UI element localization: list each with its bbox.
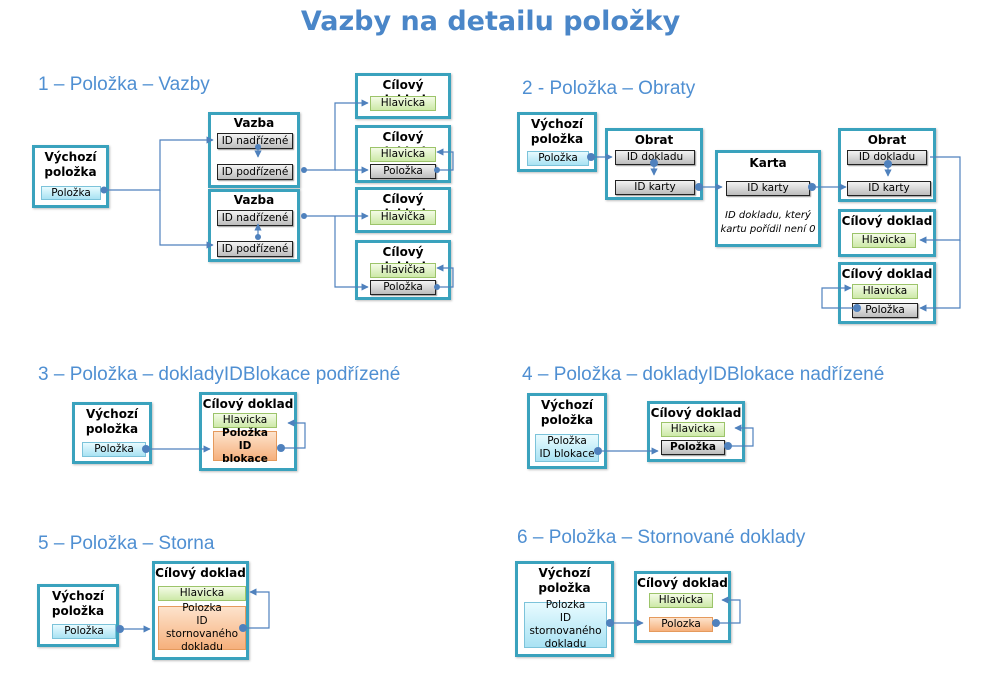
s1-dot-link2-parent: [301, 213, 307, 219]
s2-turnover1-title: Obrat: [634, 133, 674, 147]
s5-target-header: Hlavicka: [158, 586, 246, 601]
s2-turnover1-doc-id: ID dokladu: [615, 150, 695, 165]
s1-target2-item: Položka: [370, 164, 436, 179]
s6-target-box: Cílový doklad Hlavicka Polozka: [634, 571, 731, 643]
s1-source-title: Výchozí položka: [44, 150, 97, 179]
section-2-heading: 2 - Položka – Obraty: [522, 78, 696, 99]
s1-target4-item: Položka: [370, 280, 436, 295]
s3-target-box: Cílový doklad Hlavicka Položka ID blokac…: [199, 392, 297, 471]
s2-source-title: Výchozí položka: [530, 117, 584, 146]
s1-target-box-2: Cílový doklad Hlavicka Položka: [355, 125, 451, 183]
section-5-heading: 5 – Položka – Storna: [38, 533, 215, 554]
s5-target-item-line3: dokladu: [181, 641, 223, 653]
s4-source-title: Výchozí položka: [540, 398, 594, 427]
s5-target-item-line1: Polozka: [182, 602, 222, 614]
s1-target-box-3: Cílový doklad Hlavička: [355, 187, 451, 233]
s1-source-field: Položka: [41, 186, 101, 200]
s4-target-item: Položka: [661, 440, 725, 455]
s6-target-item: Polozka: [649, 617, 713, 632]
section-1-heading: 1 – Položka – Vazby: [38, 74, 210, 95]
s1-link1-child: ID podřízené: [217, 164, 293, 180]
s6-source-field: Polozka ID stornovaného dokladu: [524, 599, 607, 650]
s2-target-box-1: Cílový doklad Hlavicka: [838, 209, 936, 257]
s3-source-field: Položka: [82, 442, 146, 457]
s2-target2-title: Cílový doklad: [841, 267, 933, 281]
s2-target2-header: Hlavicka: [852, 284, 918, 299]
s5-target-item-line2: ID stornovaného: [165, 615, 239, 640]
s3-target-title: Cílový doklad: [202, 397, 294, 411]
s5-target-item: Polozka ID stornovaného dokladu: [158, 602, 246, 653]
s1-target1-header: Hlavicka: [370, 96, 436, 111]
s5-source-title: Výchozí položka: [51, 589, 105, 618]
s1-link-box-1: Vazba ID nadřízené ID podřízené: [208, 112, 300, 188]
s2-turnover2-card-id: ID karty: [847, 181, 931, 196]
s4-target-box: Cílový doklad Hlavicka Položka: [647, 401, 745, 462]
s4-source-field-line1: Položka: [547, 435, 587, 447]
s1-target-box-1: Cílový doklad Hlavicka: [355, 73, 451, 119]
s1-link2-parent: ID nadřízené: [217, 210, 293, 226]
s1-link1-title: Vazba: [233, 116, 275, 130]
s1-target2-header: Hlavicka: [370, 147, 436, 162]
s6-source-field-line3: dokladu: [544, 638, 587, 650]
s2-card-box: Karta ID karty ID dokladu, který kartu p…: [715, 150, 821, 247]
s4-source-box: Výchozí položka Položka ID blokace: [527, 393, 607, 469]
s1-wire-source-to-link2: [159, 190, 214, 249]
s2-source-box: Výchozí položka Položka: [517, 112, 597, 172]
s3-target-header: Hlavicka: [213, 413, 277, 428]
s4-target-title: Cílový doklad: [650, 406, 742, 420]
s6-source-title: Výchozí položka: [538, 566, 591, 595]
s2-card-id: ID karty: [726, 181, 810, 196]
s6-source-field-line2: ID stornovaného: [529, 612, 602, 637]
s2-target-box-2: Cílový doklad Hlavicka Položka: [838, 262, 936, 324]
s6-source-field-line1: Polozka: [545, 599, 586, 611]
s2-target1-title: Cílový doklad: [841, 214, 933, 228]
section-4-heading: 4 – Položka – dokladyIDBlokace nadřízené: [522, 364, 885, 385]
s1-dot-link1-child: [301, 167, 307, 173]
s4-target-header: Hlavicka: [661, 422, 725, 437]
s3-target-item: Položka ID blokace: [213, 427, 277, 465]
s2-turnover2-title: Obrat: [867, 133, 907, 147]
s5-source-field: Položka: [52, 624, 116, 639]
s3-source-title: Výchozí položka: [85, 407, 139, 436]
s2-turnover2-doc-id: ID dokladu: [847, 150, 927, 165]
s5-source-box: Výchozí položka Položka: [37, 584, 119, 647]
section-3-heading: 3 – Položka – dokladyIDBlokace podřízené: [38, 364, 401, 385]
s6-source-box: Výchozí položka Polozka ID stornovaného …: [515, 561, 614, 657]
s5-target-box: Cílový doklad Hlavicka Polozka ID storno…: [152, 561, 249, 660]
s2-card-title: Karta: [749, 156, 787, 170]
s1-wire-source-to-link1: [103, 136, 214, 191]
s1-link1-parent: ID nadřízené: [217, 133, 293, 149]
s1-target3-header: Hlavička: [370, 210, 436, 225]
s4-source-field: Položka ID blokace: [535, 434, 599, 462]
s1-source-box: Výchozí položka Položka: [32, 145, 109, 208]
s1-target-box-4: Cílový doklad Hlavička Položka: [355, 240, 451, 300]
section-6-heading: 6 – Položka – Stornované doklady: [517, 527, 806, 548]
s6-target-title: Cílový doklad: [637, 576, 728, 590]
s2-turnover1-card-id: ID karty: [615, 180, 695, 195]
s3-target-item-line1: Položka: [222, 426, 268, 439]
s2-turnover-box-1: Obrat ID dokladu ID karty: [605, 128, 703, 200]
s6-target-header: Hlavicka: [649, 593, 713, 608]
s2-target1-header: Hlavicka: [852, 233, 916, 248]
s2-card-note: ID dokladu, který kartu pořídil není 0: [720, 210, 816, 235]
s2-turnover-box-2: Obrat ID dokladu ID karty: [838, 128, 936, 202]
s3-target-item-line2: ID blokace: [222, 439, 268, 465]
s1-target4-header: Hlavička: [370, 263, 436, 278]
s4-source-field-line2: ID blokace: [539, 448, 595, 460]
s1-link-box-2: Vazba ID nadřízené ID podřízené: [208, 189, 300, 262]
s5-target-title: Cílový doklad: [155, 566, 246, 580]
s1-link2-child: ID podřízené: [217, 241, 293, 257]
s3-source-box: Výchozí položka Položka: [72, 402, 152, 464]
s2-source-field: Položka: [527, 151, 589, 166]
page-title: Vazby na detailu položky: [300, 6, 681, 37]
s1-link2-title: Vazba: [233, 193, 275, 207]
s2-target2-item: Položka: [852, 303, 918, 318]
